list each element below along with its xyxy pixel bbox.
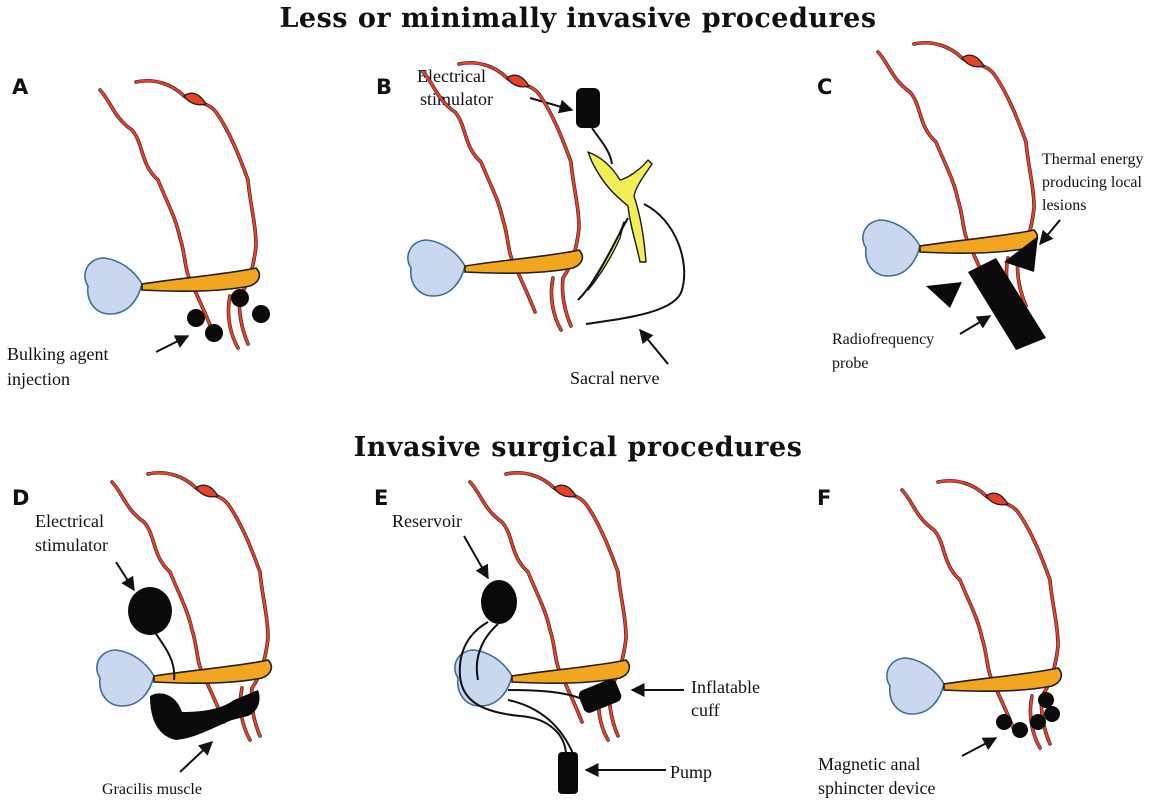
pump xyxy=(558,752,578,794)
top-section-title: Less or minimally invasive procedures xyxy=(279,3,876,34)
bulking-label-line2: injection xyxy=(7,369,70,389)
stimulator-arrow xyxy=(115,561,135,592)
gracilis-arrow xyxy=(179,741,214,773)
inflatable-cuff xyxy=(578,679,622,713)
reservoir-label: Reservoir xyxy=(392,511,462,531)
reservoir-arrow xyxy=(463,535,489,580)
device-arrow xyxy=(961,737,998,757)
device-label-line2: sphincter device xyxy=(818,778,935,798)
stimulator-label-line1: Electrical xyxy=(417,66,486,86)
sacral-nerve-loop xyxy=(577,217,629,301)
radiofrequency-probe xyxy=(968,258,1046,350)
gracilis-muscle xyxy=(150,690,260,740)
bulking-bead xyxy=(205,324,223,342)
stimulator-arrow xyxy=(529,97,574,114)
panel-a: A Bulking agent injection xyxy=(7,75,270,389)
thermal-label-line1: Thermal energy xyxy=(1042,151,1143,168)
magnetic-bead xyxy=(1012,722,1028,738)
bulking-label-line1: Bulking agent xyxy=(7,344,109,364)
sacral-nerve-arrow xyxy=(639,328,669,365)
panel-letter-a: A xyxy=(12,75,29,99)
thermal-arrow xyxy=(1039,219,1061,246)
sacral-nerve-loop xyxy=(585,203,686,325)
panel-letter-c: C xyxy=(817,75,832,99)
bulking-bead xyxy=(252,305,270,323)
probe-label-line1: Radiofrequency xyxy=(832,331,934,348)
probe-arrow xyxy=(959,315,992,335)
stimulator-lead xyxy=(591,127,613,165)
electrical-stimulator xyxy=(128,587,172,635)
stimulator-lead xyxy=(155,633,176,681)
cuff-label-line2: cuff xyxy=(691,700,720,720)
panel-b: B Electrical stimulator Sacral nerve xyxy=(376,60,686,388)
electrical-stimulator xyxy=(576,88,600,128)
bottom-section-title: Invasive surgical procedures xyxy=(354,432,803,463)
stimulator-label-line2: stimulator xyxy=(420,89,493,109)
bulking-bead xyxy=(187,309,205,327)
thermal-label-line3: lesions xyxy=(1042,197,1086,214)
sacral-nerve-label: Sacral nerve xyxy=(570,368,659,388)
stimulator-label-line2: stimulator xyxy=(35,535,108,555)
pump-tube xyxy=(507,699,575,757)
thermal-lesion-marker xyxy=(926,282,962,308)
thermal-lesion-marker xyxy=(1004,236,1038,272)
bulking-arrow xyxy=(155,335,190,353)
reservoir xyxy=(481,580,517,624)
panel-letter-d: D xyxy=(12,486,29,510)
reservoir-tube xyxy=(458,621,567,757)
panel-e: E Reservoir Inflatable cuff Pump xyxy=(374,470,760,794)
stimulator-label-line1: Electrical xyxy=(35,511,104,531)
anatomy-a xyxy=(83,78,262,350)
panel-c: C Thermal energy producing local lesions… xyxy=(817,40,1143,372)
magnetic-bead xyxy=(1044,706,1060,722)
panel-letter-f: F xyxy=(817,486,831,510)
panel-f: F Magnetic anal sphincter device xyxy=(817,478,1064,798)
bulking-bead xyxy=(231,289,249,307)
thermal-label-line2: producing local xyxy=(1042,174,1143,191)
anatomy-f xyxy=(885,478,1064,750)
magnetic-bead xyxy=(1030,714,1046,730)
pump-label: Pump xyxy=(670,762,712,782)
probe-label-line2: probe xyxy=(832,355,868,372)
magnetic-bead xyxy=(1038,692,1054,708)
magnetic-bead xyxy=(996,714,1012,730)
sacral-nerve xyxy=(587,151,653,263)
anatomy-c xyxy=(861,40,1040,312)
panel-d: D Electrical stimulator Gracilis muscle xyxy=(12,470,274,798)
panel-letter-b: B xyxy=(376,75,392,99)
reservoir-tube xyxy=(475,623,499,681)
cuff-label-line1: Inflatable xyxy=(691,677,760,697)
gracilis-label: Gracilis muscle xyxy=(102,781,202,798)
device-label-line1: Magnetic anal xyxy=(818,754,920,774)
cuff-tube xyxy=(507,689,585,701)
panel-letter-e: E xyxy=(374,486,388,510)
